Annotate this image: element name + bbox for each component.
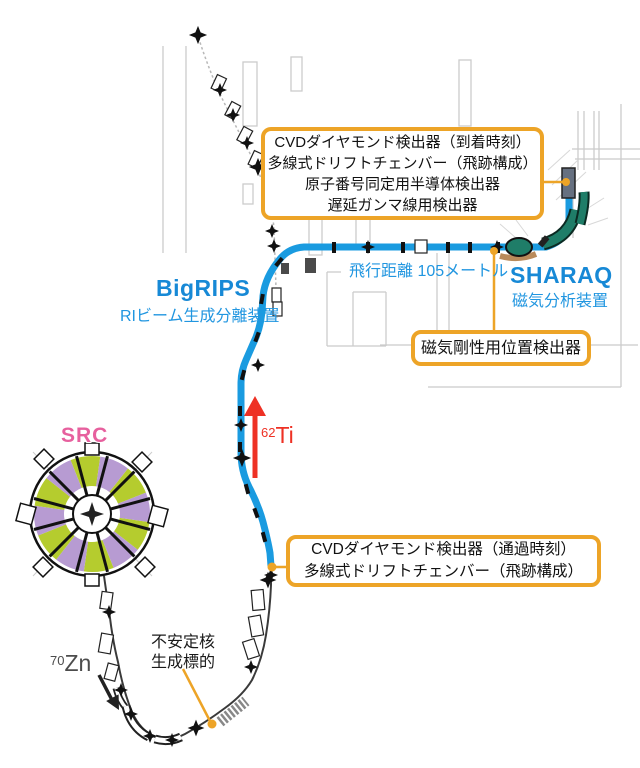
sharaq-subtitle: 磁気分析装置 [512, 293, 609, 310]
zn70-mass-number: 70 [50, 653, 65, 668]
ti62-beam-arrow [244, 396, 266, 478]
callout-connectors [181, 178, 570, 729]
bigrips-subtitle: RIビーム生成分離装置 [120, 308, 280, 325]
primary-beamline [97, 566, 277, 747]
target-label-line2: 生成標的 [151, 654, 216, 671]
callout-line: CVDダイヤモンド検出器（通過時刻） [311, 541, 576, 558]
upper-transfer-line [188, 25, 283, 319]
ti62-mass-number: 62 [261, 425, 276, 440]
target-label: 不安定核 生成標的 [151, 633, 215, 673]
callout-bigrips-detectors: CVDダイヤモンド検出器（通過時刻） 多線式ドリフトチェンバー（飛跡構成） [286, 535, 601, 587]
room-blocks [281, 258, 316, 274]
sharaq-title: SHARAQ [510, 262, 613, 288]
callout-line: 多線式ドリフトチェンバー（飛跡構成） [303, 563, 583, 580]
flight-distance-label: 飛行距離 105メートル [349, 263, 509, 280]
callout-sharaq-detectors: CVDダイヤモンド検出器（到着時刻） 多線式ドリフトチェンバー（飛跡構成） 原子… [261, 127, 544, 220]
zn70-symbol: Zn [64, 650, 92, 676]
callout-line: 多線式ドリフトチェンバー（飛跡構成） [267, 154, 538, 172]
src-cyclotron [15, 442, 169, 587]
src-title: SRC [61, 424, 109, 447]
callout-line: 磁気剛性用位置検出器 [420, 339, 581, 357]
ti62-symbol: Ti [275, 422, 294, 448]
callout-line: 遅延ガンマ線用検出器 [327, 196, 478, 214]
callout-rigidity-detector: 磁気剛性用位置検出器 [411, 330, 591, 366]
zn70-beam-arrow [97, 674, 119, 710]
zn70-label: 70Zn [50, 650, 91, 677]
bigrips-title: BigRIPS [156, 275, 251, 301]
callout-line: CVDダイヤモンド検出器（到着時刻） [274, 133, 531, 151]
ti62-label: 62Ti [261, 422, 294, 449]
target-label-line1: 不安定核 [151, 634, 216, 651]
callout-line: 原子番号同定用半導体検出器 [304, 175, 500, 193]
